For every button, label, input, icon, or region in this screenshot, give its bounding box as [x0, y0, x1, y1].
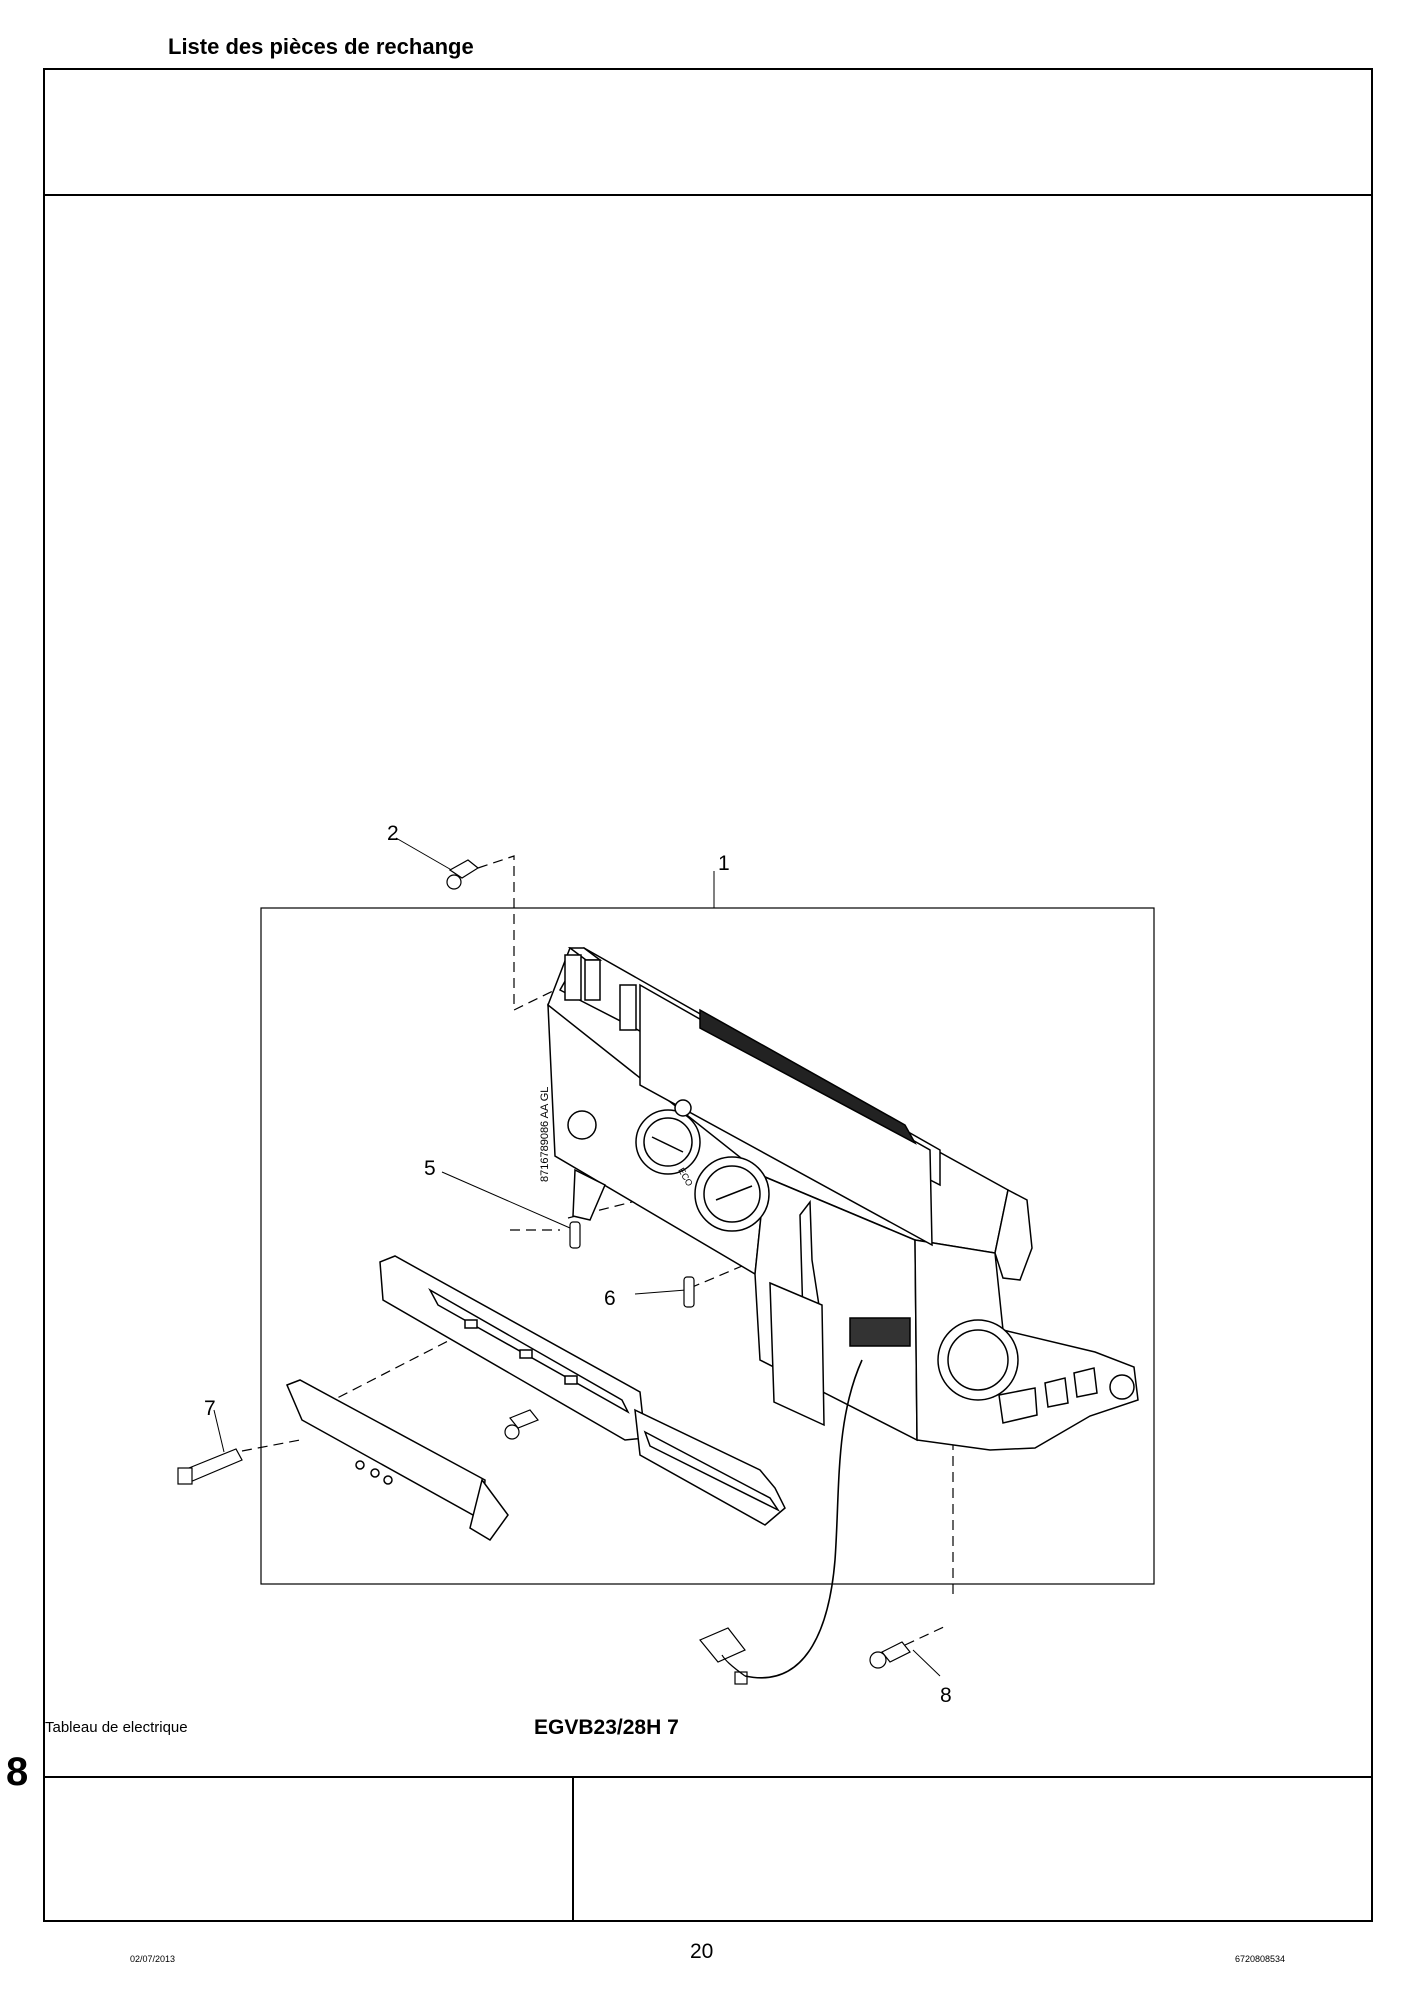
sensor-cable [744, 1359, 863, 1679]
title-block-divider [45, 1776, 1371, 1778]
header-divider [45, 194, 1371, 196]
screw-8-head [869, 1651, 887, 1669]
small-parts [177, 859, 911, 1685]
callout-1: 1 [718, 852, 730, 875]
screw-8-body [881, 1641, 911, 1663]
dash-screw-8 [904, 1624, 949, 1646]
model-name: EGVB23/28H 7 [534, 1716, 679, 1739]
dash-screw-2 [477, 855, 556, 1011]
footer-doc-number: 6720808534 [1235, 1954, 1286, 1964]
callout-7: 7 [204, 1397, 216, 1420]
screw-2-head [446, 874, 462, 890]
screw-2-body [448, 859, 480, 879]
control-housing [547, 946, 1139, 1451]
section-label: Tableau de electrique [45, 1719, 188, 1736]
assembly-boundary-box [260, 907, 1155, 1585]
section-number: 8 [6, 1750, 29, 1794]
leader-2 [395, 837, 456, 873]
sensor-plug [734, 1671, 748, 1685]
title-block-split [572, 1776, 574, 1922]
sensor-clip [699, 1627, 746, 1663]
dash-part-7 [241, 1439, 301, 1452]
footer-date: 02/07/2013 [130, 1954, 176, 1964]
leader-8 [912, 1649, 941, 1677]
vertical-code-text: 8716789086 AA GL [539, 1087, 551, 1182]
page-title: Liste des pièces de rechange [168, 34, 474, 59]
dash-cover [309, 1339, 451, 1413]
callout-8: 8 [940, 1684, 952, 1707]
front-bracket [379, 1255, 786, 1526]
bracket-screw-head [504, 1424, 520, 1440]
leader-5 [441, 1171, 571, 1229]
page-number: 20 [690, 1940, 714, 1963]
page-frame [43, 68, 1373, 1922]
sensor-cable-end [721, 1654, 746, 1677]
callout-6: 6 [604, 1287, 616, 1310]
bracket-screw-body [509, 1409, 539, 1429]
part-7-end [177, 1467, 193, 1485]
callout-2: 2 [387, 822, 399, 845]
leader-6 [634, 1289, 687, 1295]
pin-5 [569, 1221, 581, 1249]
pin-6 [683, 1276, 695, 1308]
dash-pin-5 [567, 1199, 641, 1219]
cover-plate [286, 1379, 509, 1541]
part-7-body [183, 1448, 243, 1483]
leader-7 [213, 1409, 225, 1453]
callout-5: 5 [424, 1157, 436, 1180]
